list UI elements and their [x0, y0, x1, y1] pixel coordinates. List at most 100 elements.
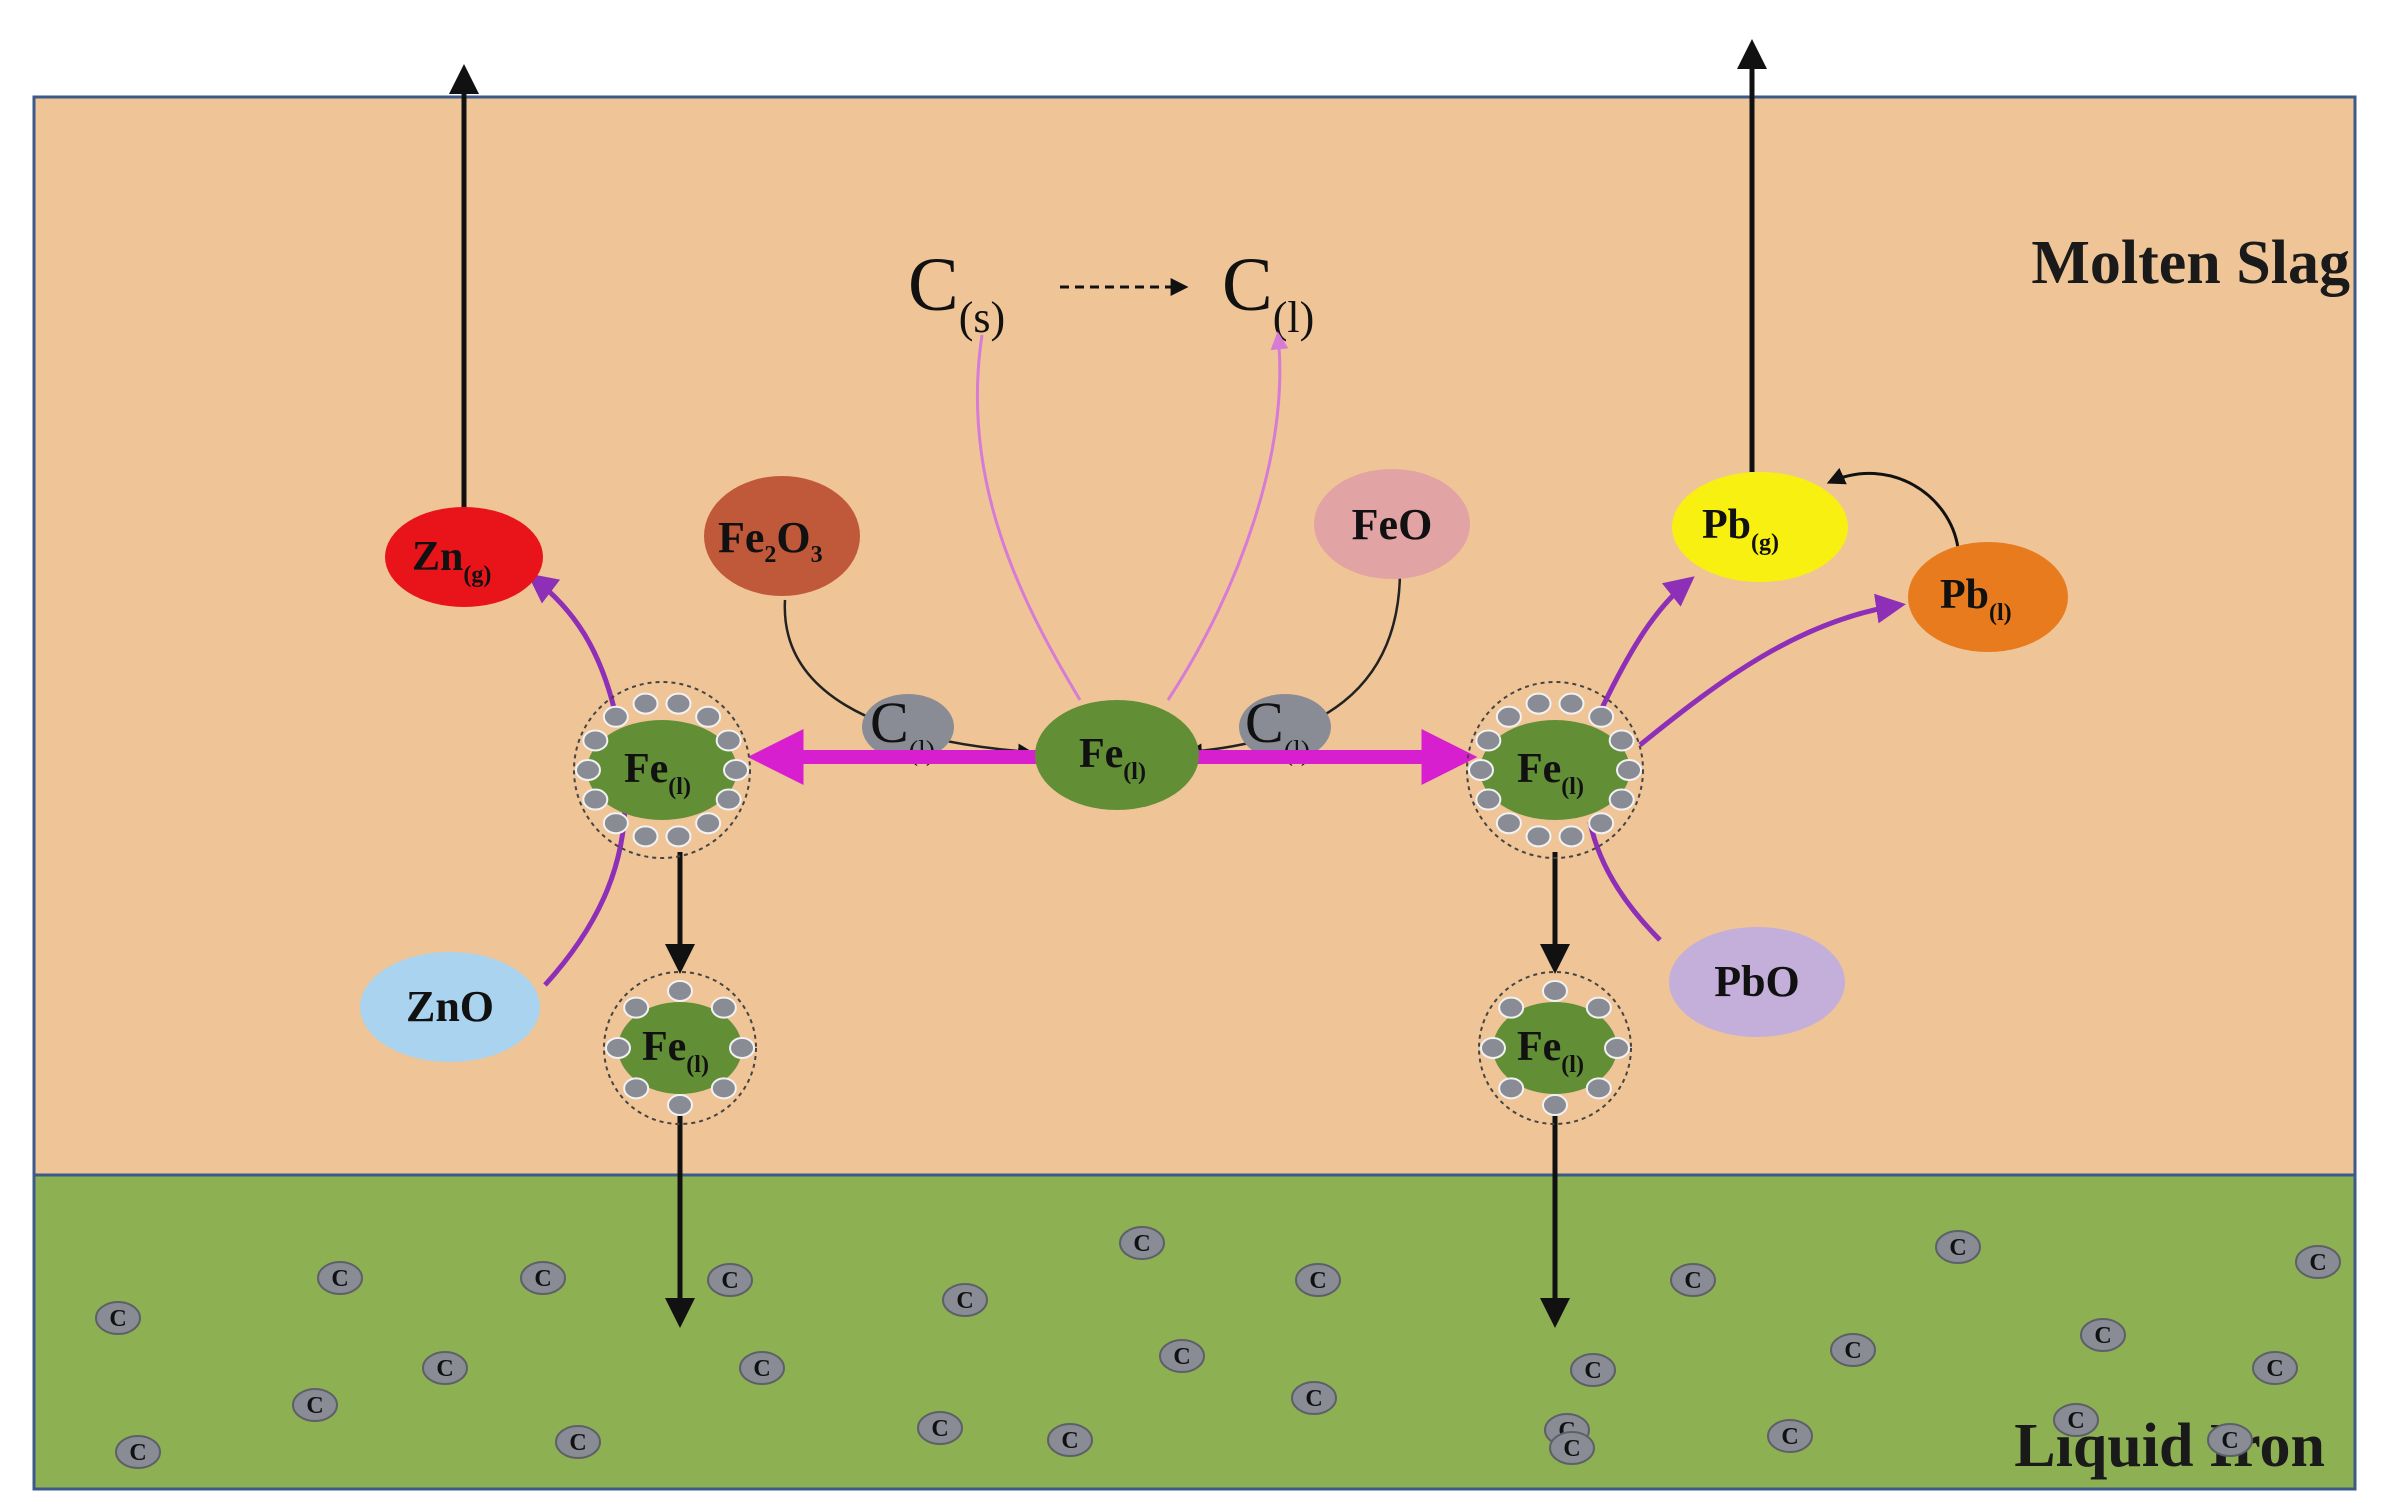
central-fe-droplet: Fe(l): [1035, 700, 1199, 810]
svg-text:C: C: [753, 1356, 770, 1382]
adsorbed-carbon-dot: [1588, 812, 1615, 835]
adsorbed-carbon-dot: [632, 825, 659, 848]
carbon-liquid-right-blob: [1239, 694, 1331, 760]
carbon-solid-label: C(s): [908, 243, 1005, 342]
dissolved-carbon-particle: C: [1830, 1333, 1876, 1367]
dissolved-carbon-particle: C: [115, 1435, 161, 1469]
zn-gas-species: Zn(g): [385, 507, 543, 607]
adsorbed-carbon-dot: [1468, 759, 1494, 781]
dissolved-carbon-particle: C: [555, 1425, 601, 1459]
dissolved-carbon-particle: C: [739, 1351, 785, 1385]
svg-text:FeO: FeO: [1352, 500, 1433, 549]
adsorbed-carbon-dot: [665, 825, 692, 848]
svg-text:Pb(l): Pb(l): [1940, 572, 2012, 626]
dissolved-carbon-particle: C: [1047, 1423, 1093, 1457]
dissolved-carbon-particle: C: [1767, 1419, 1813, 1453]
dissolved-carbon-particle: C: [1670, 1263, 1716, 1297]
svg-text:C: C: [129, 1440, 146, 1466]
dissolved-carbon-particle: C: [1570, 1353, 1616, 1387]
adsorbed-carbon-dot: [665, 692, 692, 715]
dissolved-carbon-particle: C: [422, 1351, 468, 1385]
feo-species: FeO: [1314, 469, 1470, 579]
pbo-to-fe-arrow: [1587, 821, 1662, 942]
adsorbed-carbon-dot: [582, 788, 609, 811]
dissolved-carbon-particle: C: [2295, 1245, 2341, 1279]
dissolved-carbon-particle: C: [1291, 1381, 1337, 1415]
fe-liquid-label: Fe(l): [1517, 1024, 1584, 1078]
svg-text:C: C: [956, 1288, 973, 1314]
svg-text:C: C: [2067, 1408, 2084, 1434]
svg-text:C: C: [534, 1266, 551, 1292]
svg-text:C: C: [2094, 1323, 2111, 1349]
adsorbed-carbon-dot: [723, 759, 749, 781]
adsorbed-carbon-dot: [1616, 759, 1642, 781]
dissolved-carbon-particle: C: [707, 1263, 753, 1297]
svg-text:ZnO: ZnO: [406, 982, 494, 1031]
dissolved-carbon-particle: C: [520, 1261, 566, 1295]
left-fe-droplet-small: Fe(l): [603, 971, 757, 1125]
adsorbed-carbon-dot: [1585, 1077, 1612, 1100]
adsorbed-carbon-dot: [695, 705, 722, 728]
adsorbed-carbon-dot: [1588, 705, 1615, 728]
adsorbed-carbon-dot: [1525, 692, 1552, 715]
adsorbed-carbon-dot: [1495, 812, 1522, 835]
svg-text:C: C: [1309, 1268, 1326, 1294]
pb-liquid-species: Pb(l): [1908, 542, 2068, 652]
dissolved-carbon-particle: C: [1935, 1230, 1981, 1264]
svg-text:C: C: [1133, 1231, 1150, 1257]
svg-text:Fe2O3: Fe2O3: [718, 513, 823, 568]
dissolved-carbon-particle: C: [2252, 1351, 2298, 1385]
zno-species: ZnO: [360, 952, 540, 1062]
svg-text:C: C: [2266, 1356, 2283, 1382]
fe2o3-reduction-arrow: [783, 599, 1033, 759]
svg-text:C: C: [569, 1430, 586, 1456]
adsorbed-carbon-dot: [1585, 996, 1612, 1019]
svg-text:C: C: [1305, 1386, 1322, 1412]
svg-text:C: C: [2309, 1250, 2326, 1276]
adsorbed-carbon-dot: [695, 812, 722, 835]
svg-text:C: C: [436, 1356, 453, 1382]
adsorbed-carbon-dot: [582, 729, 609, 752]
svg-text:C: C: [1684, 1268, 1701, 1294]
adsorbed-carbon-dot: [1558, 692, 1585, 715]
dissolved-carbon-particle: C: [1159, 1339, 1205, 1373]
svg-text:C: C: [1781, 1424, 1798, 1450]
adsorbed-carbon-dot: [729, 1037, 755, 1059]
adsorbed-carbon-dot: [710, 1077, 737, 1100]
molten-slag-label: Molten Slag: [2031, 229, 2350, 297]
dissolved-carbon-particle: C: [917, 1411, 963, 1445]
dissolved-carbon-particle: C: [1119, 1226, 1165, 1260]
carbon-liquid-label: C(l): [1222, 243, 1314, 342]
adsorbed-carbon-dot: [605, 1037, 631, 1059]
dissolved-carbon-particle: C: [942, 1283, 988, 1317]
svg-text:C: C: [1061, 1428, 1078, 1454]
fe2o3-species: Fe2O3: [704, 476, 860, 596]
adsorbed-carbon-dot: [1475, 729, 1502, 752]
svg-text:C: C: [721, 1268, 738, 1294]
fe-to-pb-gas-arrow: [1599, 576, 1695, 710]
adsorbed-carbon-dot: [1495, 705, 1522, 728]
dissolved-carbon-particle: C: [1295, 1263, 1341, 1297]
adsorbed-carbon-dot: [710, 996, 737, 1019]
dissolved-carbon-particle: C: [1549, 1431, 1595, 1465]
adsorbed-carbon-dot: [667, 979, 693, 1002]
adsorbed-carbon-dot: [715, 729, 742, 752]
adsorbed-carbon-dot: [623, 996, 650, 1019]
fe-liquid-label: Fe(l): [642, 1024, 709, 1078]
adsorbed-carbon-dot: [1498, 996, 1525, 1019]
adsorbed-carbon-dot: [1608, 729, 1635, 752]
adsorbed-carbon-dot: [1475, 788, 1502, 811]
svg-text:C: C: [306, 1393, 323, 1419]
adsorbed-carbon-dot: [1498, 1077, 1525, 1100]
adsorbed-carbon-dot: [1542, 1094, 1568, 1117]
pink-arrow-to-cl: [1166, 331, 1289, 701]
fe-to-pb-liquid-arrow: [1638, 593, 1906, 747]
svg-text:Zn(g): Zn(g): [412, 534, 491, 588]
liquid-iron-region: [32, 1173, 2357, 1491]
adsorbed-carbon-dot: [1480, 1037, 1506, 1059]
fe-liquid-label: Fe(l): [624, 746, 691, 800]
adsorbed-carbon-dot: [623, 1077, 650, 1100]
adsorbed-carbon-dot: [715, 788, 742, 811]
